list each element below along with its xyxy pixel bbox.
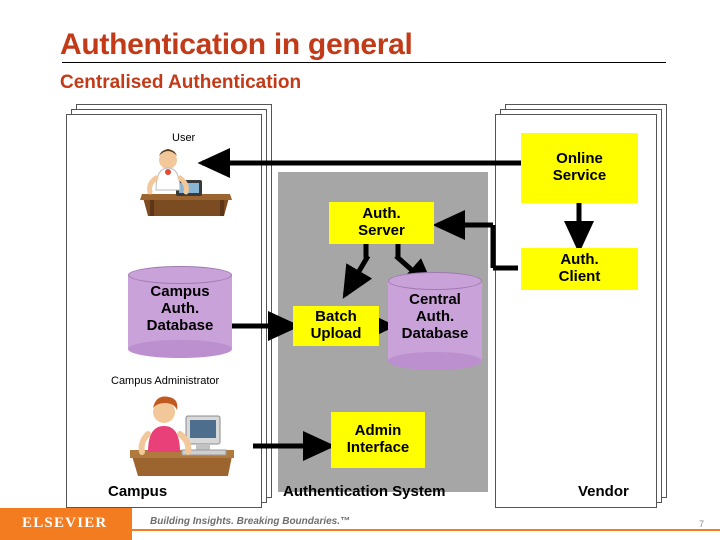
node-admin-interface-line1: Admin — [354, 422, 402, 440]
central-database-line1: Central — [409, 291, 461, 308]
page-subtitle: Centralised Authentication — [60, 72, 302, 93]
zone-label-vendor: Vendor — [578, 483, 629, 500]
campus-database-top — [128, 266, 232, 284]
campus-database-line3: Database — [146, 316, 214, 334]
node-auth-server[interactable]: Auth. Server — [329, 202, 434, 244]
central-database-bottom — [388, 352, 482, 370]
node-auth-client-line2: Client — [558, 268, 601, 285]
central-database-line3: Database — [401, 324, 469, 342]
campus-administrator-clipart — [130, 396, 234, 476]
campus-administrator-label: Campus Administrator — [111, 375, 220, 387]
node-campus-auth-database[interactable]: Campus Auth. Database — [128, 266, 232, 358]
title-divider — [62, 62, 666, 63]
node-auth-client[interactable]: Auth. Client — [521, 248, 638, 290]
node-online-service-line2: Service — [552, 167, 607, 184]
node-batch-upload-line2: Upload — [310, 325, 362, 342]
zone-label-campus: Campus — [108, 483, 168, 500]
slide-number: 7 — [698, 519, 704, 529]
footer-bar: ELSEVIER Building Insights. Breaking Bou… — [0, 508, 720, 540]
node-auth-server-line1: Auth. — [362, 205, 401, 223]
zone-label-auth-system: Authentication System — [283, 483, 446, 500]
page-title: Authentication in general — [60, 28, 413, 61]
central-database-top — [388, 272, 482, 290]
campus-database-body — [128, 275, 232, 349]
campus-database-label: Campus Auth. Database — [128, 283, 232, 334]
node-admin-interface-line2: Interface — [346, 439, 410, 456]
footer-accent-line — [132, 529, 720, 531]
central-database-label: Central Auth. Database — [388, 291, 482, 342]
node-batch-upload[interactable]: Batch Upload — [293, 306, 379, 346]
central-database-line2: Auth. — [415, 307, 455, 325]
campus-database-line1: Campus — [150, 283, 210, 300]
node-auth-client-line1: Auth. — [560, 251, 599, 269]
campus-database-bottom — [128, 340, 232, 358]
node-auth-server-line2: Server — [358, 222, 405, 239]
elsevier-logo: ELSEVIER — [22, 515, 108, 531]
node-online-service[interactable]: Online Service — [521, 133, 638, 203]
campus-database-line2: Auth. — [160, 299, 200, 317]
node-admin-interface[interactable]: Admin Interface — [331, 412, 425, 468]
central-database-body — [388, 281, 482, 361]
node-central-auth-database[interactable]: Central Auth. Database — [388, 272, 482, 370]
footer-brand-block — [0, 508, 132, 540]
node-online-service-line1: Online — [556, 150, 603, 168]
user-clipart — [140, 149, 232, 216]
node-batch-upload-line1: Batch — [315, 308, 357, 326]
user-label: User — [172, 132, 196, 144]
footer-tagline: Building Insights. Breaking Boundaries.™ — [150, 516, 351, 527]
